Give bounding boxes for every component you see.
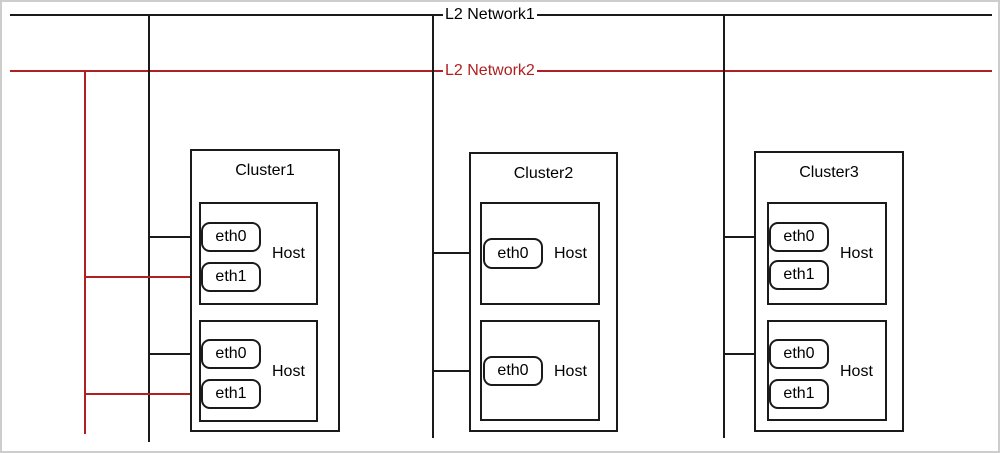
cluster1-network1-trunk-line (148, 14, 150, 442)
cluster2-host1-eth0-connection-line (432, 252, 483, 254)
cluster3-host1-eth0-connection-line (723, 236, 769, 238)
cluster1-label: Cluster1 (235, 162, 295, 179)
cluster3-host2-eth1-chip: eth1 (769, 379, 829, 409)
cluster1-host2-label: Host (272, 363, 305, 380)
cluster3-host2-eth0-chip: eth0 (769, 339, 829, 369)
cluster3-label: Cluster3 (799, 164, 859, 181)
cluster3-host1-label: Host (840, 245, 873, 262)
cluster1-host1-eth1-chip: eth1 (201, 262, 261, 292)
cluster1-host1-eth0-connection-line (148, 236, 201, 238)
cluster2-host2-label: Host (554, 363, 587, 380)
cluster1-host2-eth0-chip: eth0 (201, 339, 261, 369)
cluster3-host2-eth0-connection-line (723, 353, 769, 355)
cluster2-host2-eth0-chip: eth0 (483, 356, 543, 386)
cluster1-host1-eth0-chip: eth0 (201, 222, 261, 252)
cluster2-host2-eth0-connection-line (432, 370, 483, 372)
cluster2-host1-label: Host (554, 245, 587, 262)
cluster3-network1-trunk-line (723, 14, 725, 438)
cluster3-host1-eth0-chip: eth0 (769, 222, 829, 252)
cluster2-host1-eth0-chip: eth0 (483, 238, 543, 269)
cluster1-host2-eth1-connection-line (84, 393, 201, 395)
network2-label: L2 Network2 (443, 62, 537, 80)
cluster1-host1-label: Host (272, 245, 305, 262)
cluster1-host2-eth0-connection-line (148, 353, 201, 355)
cluster2-network1-trunk-line (432, 14, 434, 438)
cluster3-host2-label: Host (840, 363, 873, 380)
cluster1-host2-eth1-chip: eth1 (201, 379, 261, 409)
network2-trunk-line (84, 70, 86, 434)
cluster2-label: Cluster2 (513, 165, 574, 182)
cluster3-host1-eth1-chip: eth1 (769, 260, 829, 290)
network1-label: L2 Network1 (443, 6, 537, 24)
cluster1-host1-eth1-connection-line (84, 276, 201, 278)
